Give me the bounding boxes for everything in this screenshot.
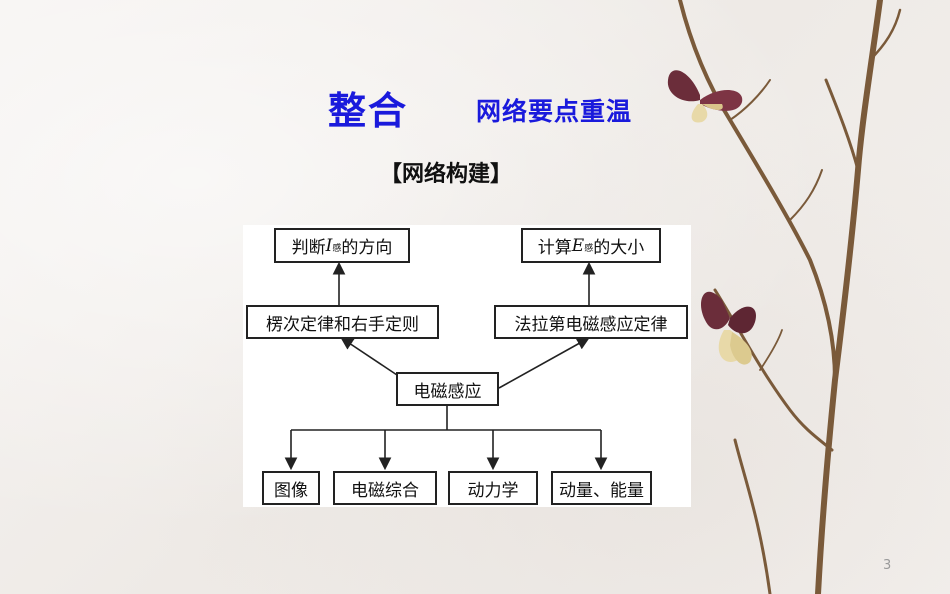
arrow-induction-to-lenz <box>340 337 398 376</box>
node-compute-var: E <box>571 235 585 256</box>
node-judge-prefix: 判断 <box>291 238 326 258</box>
butterfly-middle <box>701 291 756 365</box>
page-title: 整合 <box>328 89 409 133</box>
node-compute-suffix: 的大小 <box>593 238 645 258</box>
page-number: 3 <box>883 558 892 573</box>
node-momentum-energy: 动量、能量 <box>551 471 652 505</box>
connector-lines <box>284 261 608 471</box>
section-heading: 【网络构建】 <box>380 162 513 187</box>
node-judge-sub: 感 <box>332 244 342 254</box>
node-judge-suffix: 的方向 <box>341 238 393 258</box>
arrow-induction-to-faraday <box>498 337 590 389</box>
node-em-combined: 电磁综合 <box>333 471 437 505</box>
node-graphs: 图像 <box>262 471 320 505</box>
page-subtitle: 网络要点重温 <box>476 97 633 126</box>
node-judge-var: I <box>325 235 333 256</box>
node-faraday-law: 法拉第电磁感应定律 <box>494 305 688 339</box>
node-dynamics: 动力学 <box>448 471 538 505</box>
node-induction: 电磁感应 <box>396 372 499 406</box>
node-lenz-rule: 楞次定律和右手定则 <box>246 305 439 339</box>
butterfly-top <box>667 70 743 123</box>
node-compute-sub: 感 <box>584 244 594 254</box>
node-compute-prefix: 计算 <box>537 238 572 258</box>
